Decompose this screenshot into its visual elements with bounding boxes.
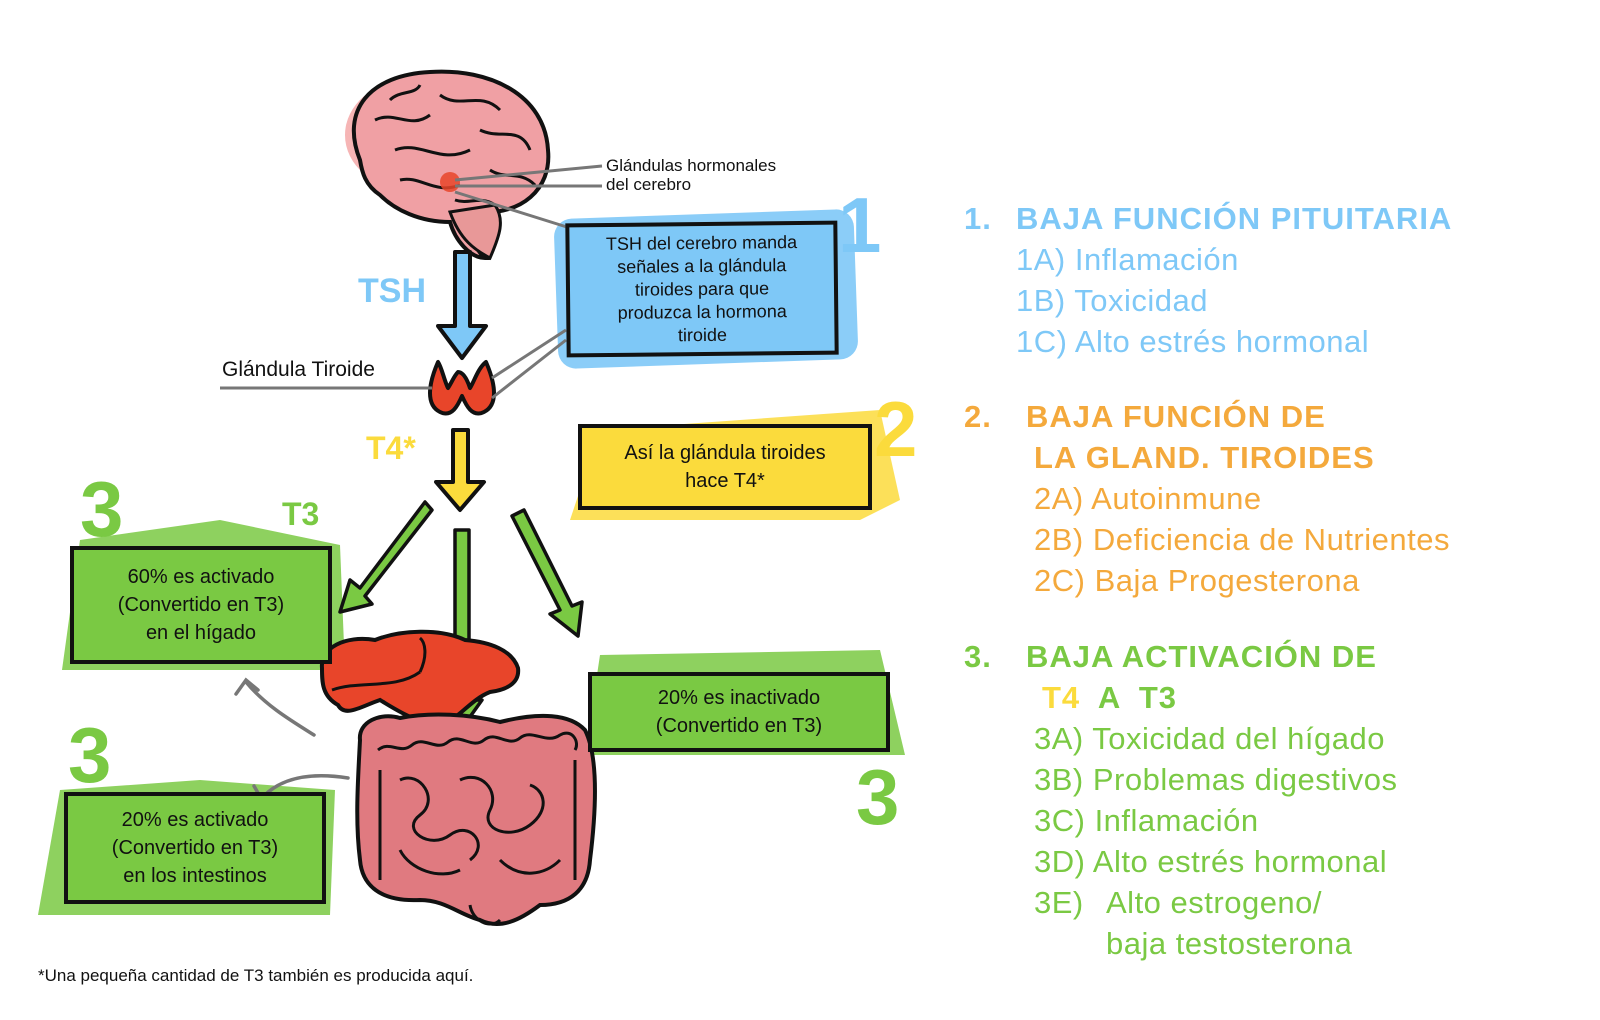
section-1-heading: 1. BAJA FUNCIÓN PITUITARIA — [964, 198, 1452, 239]
brain-gland-label-line: Glándulas hormonales — [606, 156, 777, 175]
thyroid-label: Glándula Tiroide — [222, 358, 375, 381]
section-title: BAJA FUNCIÓN DE — [1026, 399, 1326, 434]
cause-item: 1A) Inflamación — [1016, 242, 1239, 277]
liver-box-line: en el hígado — [145, 622, 257, 644]
brain-gland-label: Glándulas hormonales del cerebro — [606, 156, 776, 194]
cause-item: 3A) Toxicidad del hígado — [1034, 721, 1385, 756]
t4-box-line: Así la glándula tiroides — [624, 442, 826, 464]
tsh-box-line: tiroide — [677, 324, 728, 345]
tsh-box-line: TSH del cerebro manda — [605, 231, 798, 254]
tsh-info-box: TSH del cerebro manda señales a la glánd… — [565, 220, 839, 358]
cause-section-2: 2. BAJA FUNCIÓN DE LA GLAND. TIROIDES 2A)… — [964, 396, 1450, 601]
t4-box-line: hace T4* — [685, 470, 765, 492]
cause-item: 3C) Inflamación — [1034, 803, 1259, 838]
tsh-box-line: señales a la glándula — [617, 254, 787, 277]
step-number-3-intestine: 3 — [68, 711, 112, 799]
intestine-box-line: 20% es activado — [121, 809, 269, 831]
cause-item: 1C) Alto estrés hormonal — [1016, 324, 1370, 359]
section-title-line-2: LA GLAND. TIROIDES — [1034, 440, 1375, 475]
cause-item: 2A) Autoinmune — [1034, 481, 1262, 516]
cause-item: 2B) Deficiencia de Nutrientes — [1034, 522, 1450, 557]
step-number-1: 1 — [838, 181, 882, 269]
inactive-info-box: 20% es inactivado (Convertido en T3) — [588, 672, 890, 752]
section-number: 2. — [964, 399, 992, 434]
t4-arrow — [434, 428, 486, 512]
intestine-icon — [355, 712, 597, 926]
liver-box-line: (Convertido en T3) — [117, 594, 285, 616]
cause-item: 1B) Toxicidad — [1016, 283, 1209, 318]
section-2-heading: 2. BAJA FUNCIÓN DE — [964, 396, 1450, 437]
tsh-arrow — [436, 250, 488, 360]
cause-section-3: 3. BAJA ACTIVACIÓN DE T4 A T3 3A) Toxicid… — [964, 636, 1398, 964]
t3-label: T3 — [282, 496, 320, 532]
liver-icon — [319, 629, 521, 725]
cause-item: 3D) Alto estrés hormonal — [1034, 844, 1388, 879]
cause-item: 2C) Baja Progesterona — [1034, 563, 1360, 598]
cause-item-line: baja testosterona — [1106, 926, 1353, 961]
footnote: *Una pequeña cantidad de T3 también es p… — [38, 966, 474, 985]
intestine-box-line: en los intestinos — [123, 865, 267, 887]
step-number-3-liver: 3 — [80, 465, 124, 553]
step-number-2: 2 — [874, 385, 918, 473]
brain-pointer-lines — [454, 164, 603, 230]
tsh-box-line: produzca la hormona — [617, 300, 787, 323]
section-3-heading: 3. BAJA ACTIVACIÓN DE — [964, 636, 1398, 677]
inactive-box-line: (Convertido en T3) — [655, 715, 823, 737]
section-number: 3. — [964, 639, 992, 674]
subtitle-t3: T3 — [1138, 680, 1178, 715]
cause-item-code: 3E) — [1034, 885, 1084, 920]
t4-label: T4* — [366, 430, 416, 466]
section-3-subtitle: T4 A T3 — [964, 677, 1398, 718]
cause-item: 3B) Problemas digestivos — [1034, 762, 1398, 797]
arrow-to-inactive-box — [510, 508, 584, 638]
cause-item-3e: 3E) Alto estrogeno/ baja testosterona — [1034, 882, 1398, 964]
liver-info-box: 60% es activado (Convertido en T3) en el… — [70, 546, 332, 664]
section-title: BAJA FUNCIÓN PITUITARIA — [1016, 201, 1453, 236]
inactive-box-line: 20% es inactivado — [657, 687, 821, 709]
intestine-box-line: (Convertido en T3) — [111, 837, 279, 859]
arrow-to-liver-box — [338, 500, 434, 614]
thyroid-icon — [428, 360, 496, 416]
tsh-label: TSH — [358, 272, 426, 310]
t4-info-box: Así la glándula tiroides hace T4* — [578, 424, 872, 510]
liver-box-line: 60% es activado — [127, 566, 275, 588]
step-number-3-inactive: 3 — [856, 753, 900, 841]
brain-gland-label-line: del cerebro — [606, 175, 692, 194]
cause-section-1: 1. BAJA FUNCIÓN PITUITARIA 1A) Inflamació… — [964, 198, 1452, 362]
cause-item-line: Alto estrogeno/ — [1106, 885, 1323, 920]
tsh-box-line: tiroides para que — [634, 277, 770, 300]
subtitle-a: A — [1097, 680, 1122, 715]
thyroid-to-box-lines — [491, 328, 567, 400]
section-number: 1. — [964, 201, 992, 236]
intestine-info-box: 20% es activado (Convertido en T3) en lo… — [64, 792, 326, 904]
brain-icon — [345, 69, 551, 261]
section-title: BAJA ACTIVACIÓN DE — [1026, 639, 1377, 674]
subtitle-t4: T4 — [1042, 680, 1081, 715]
